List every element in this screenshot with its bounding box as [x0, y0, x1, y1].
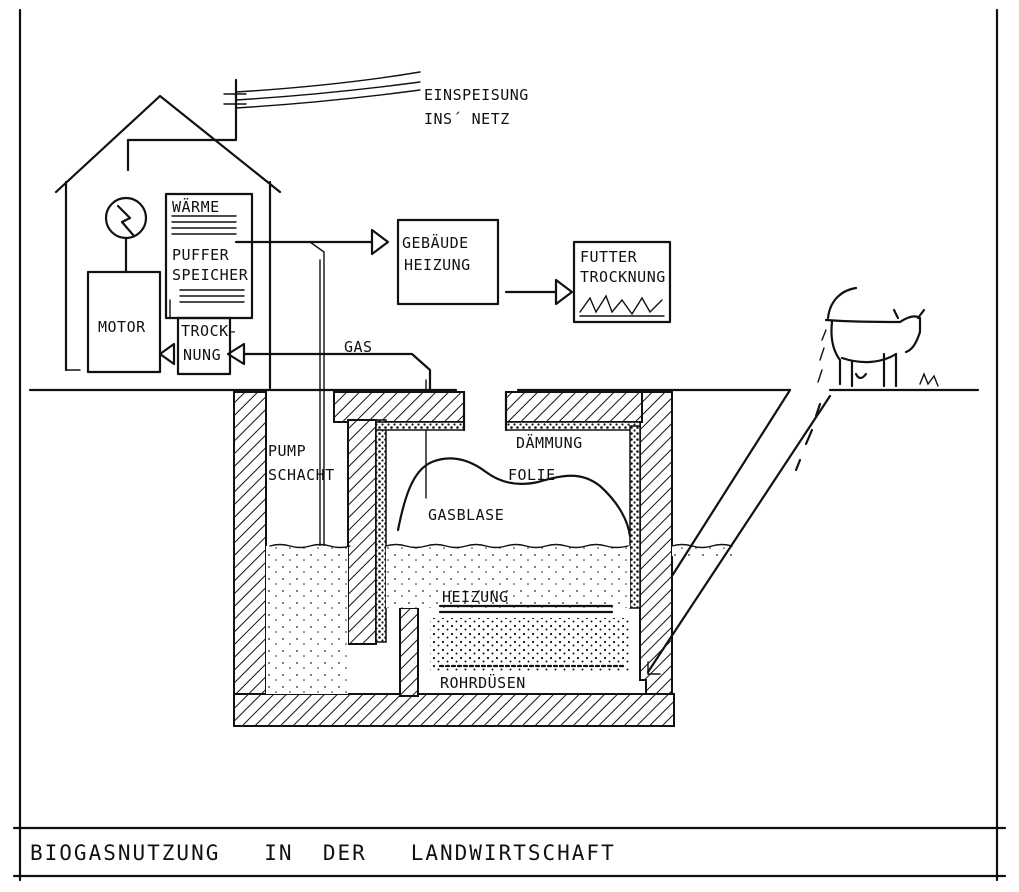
- pump-label: PUMP: [268, 442, 306, 460]
- grid-feed-line: [126, 71, 421, 172]
- schacht-label: SCHACHT: [268, 466, 335, 484]
- inlet-chute: [646, 388, 832, 675]
- gas-label: GAS: [344, 338, 373, 356]
- tank-heating: [438, 604, 614, 614]
- buffer-tank: WÄRME PUFFER SPEICHER: [164, 192, 254, 320]
- trock-label: TROCK-: [181, 322, 238, 340]
- heizung-tank-label: HEIZUNG: [442, 588, 509, 606]
- slurry: [266, 543, 733, 694]
- motor-box: MOTOR: [86, 270, 162, 374]
- rohrduesen-label: ROHRDÜSEN: [440, 673, 526, 692]
- frame: [12, 8, 1007, 882]
- folie-label: FOLIE: [508, 466, 556, 484]
- gas-foil: [396, 457, 632, 538]
- ground-line: [28, 372, 980, 392]
- motor-label: MOTOR: [98, 318, 146, 336]
- trocknung-label: TROCKNUNG: [580, 268, 666, 286]
- speicher-label: SPEICHER: [172, 266, 249, 284]
- gebaeude-label: GEBÄUDE: [402, 233, 469, 252]
- generator: [104, 196, 148, 274]
- building-heating-box: GEBÄUDE HEIZUNG: [396, 218, 574, 306]
- einspeisung-label-line2: INS´ NETZ: [424, 110, 510, 128]
- feed-drying-box: FUTTER TROCKNUNG: [572, 240, 672, 324]
- gasblase-label: GASBLASE: [428, 506, 504, 524]
- cow-illustration: [817, 286, 926, 388]
- puffer-label: PUFFER: [172, 246, 230, 264]
- futter-label: FUTTER: [580, 248, 638, 266]
- dryer-box: TROCK- NUNG: [158, 299, 238, 376]
- waerme-label: WÄRME: [172, 197, 220, 216]
- einspeisung-label-line1: EINSPEISUNG: [424, 86, 529, 104]
- diagram-caption: BIOGASNUTZUNG IN DER LANDWIRTSCHAFT: [30, 841, 616, 865]
- fermenter: [333, 390, 643, 645]
- daemmung-label: DÄMMUNG: [516, 433, 583, 452]
- digester-outer-wall: [233, 391, 675, 727]
- heizung-label: HEIZUNG: [404, 256, 471, 274]
- nung-label: NUNG: [183, 346, 221, 364]
